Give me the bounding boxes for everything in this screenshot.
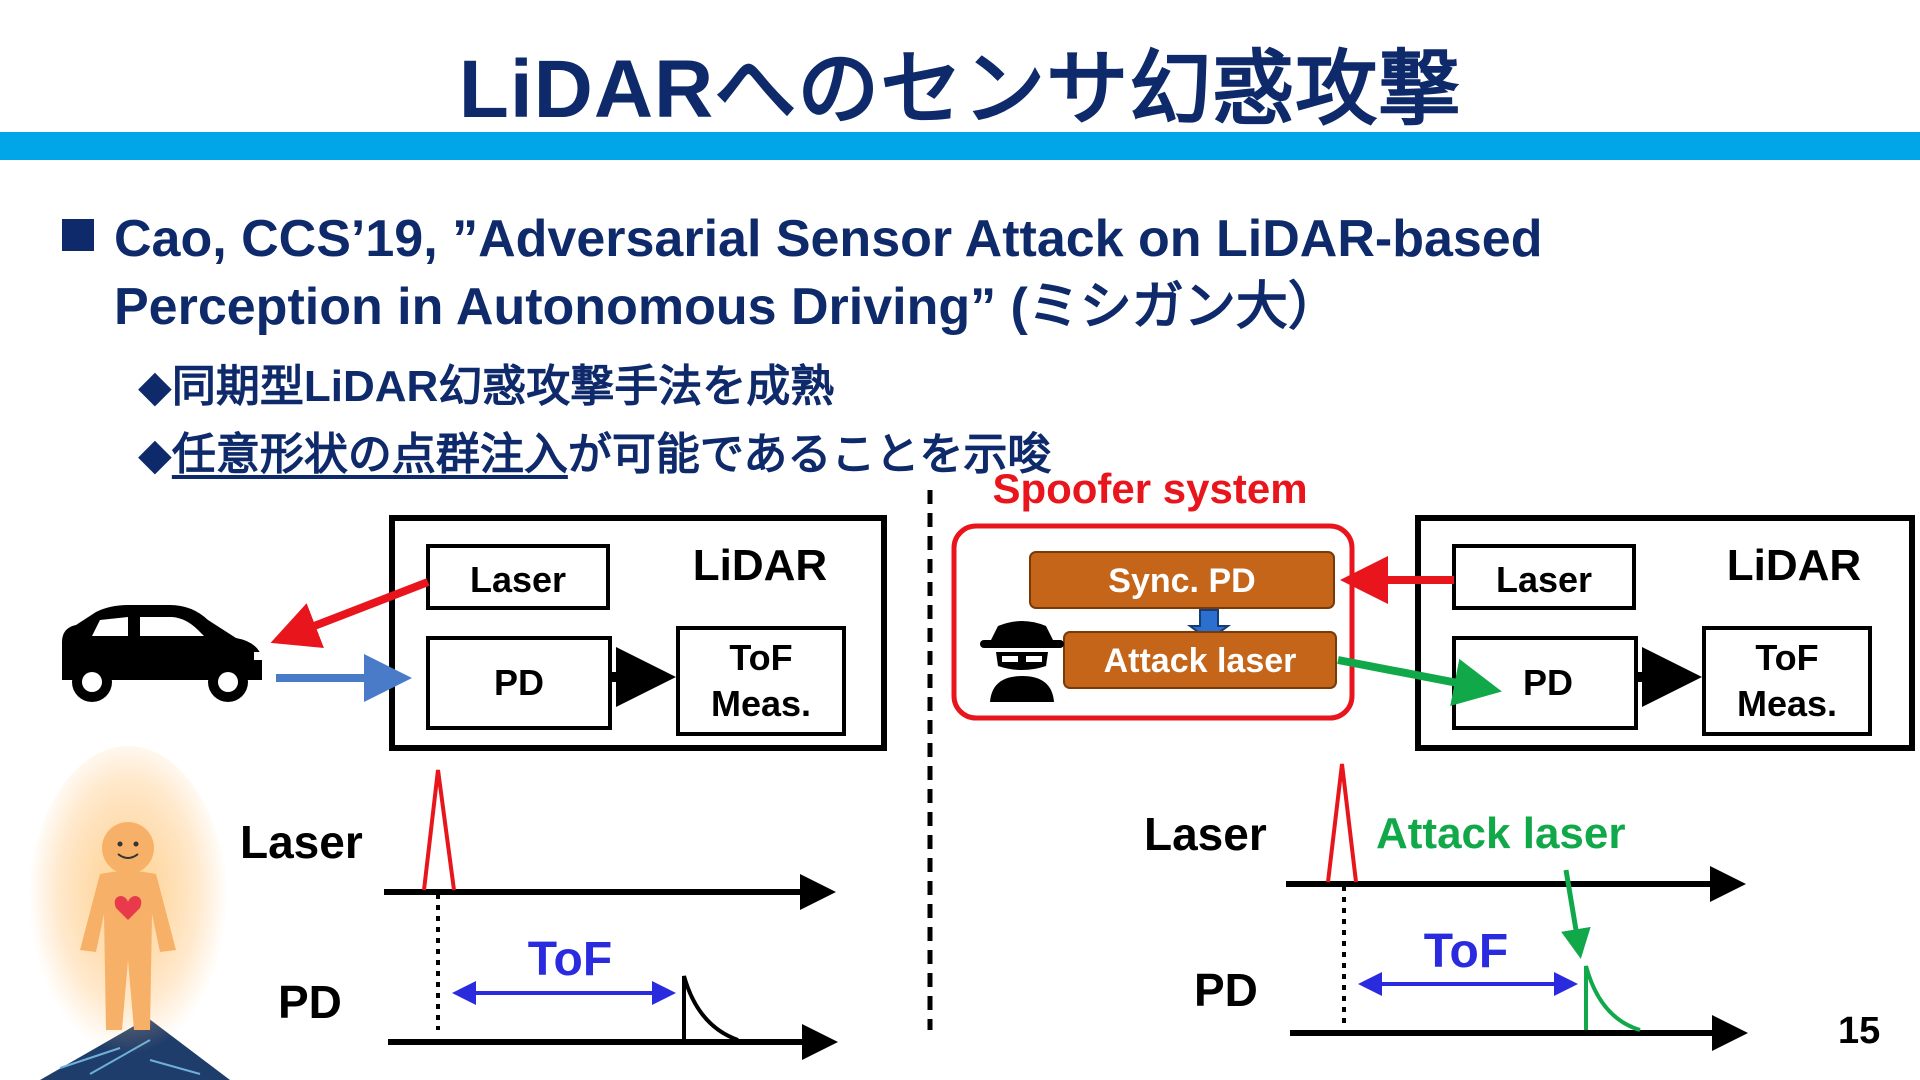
diamond-bullet-icon: ◆ bbox=[138, 430, 172, 479]
attack-laser-box bbox=[1063, 631, 1337, 689]
tof-box-label2-right: Meas. bbox=[1737, 683, 1837, 724]
title-accent-bar bbox=[0, 132, 1920, 160]
attack-timing-arrow bbox=[1561, 869, 1591, 959]
tof-box-right bbox=[1702, 626, 1872, 736]
sub-bullet-1: ◆同期型LiDAR幻惑攻撃手法を成熟 bbox=[138, 350, 834, 414]
timing-laser-label-left: Laser bbox=[240, 816, 363, 868]
sync-pd-label: Sync. PD bbox=[1108, 562, 1255, 600]
laser-emit-arrow-left bbox=[270, 578, 430, 648]
tof-label-right: ToF bbox=[1424, 925, 1508, 978]
tof-box-label2-left: Meas. bbox=[711, 683, 811, 724]
slide-title: LiDARへのセンサ幻惑攻撃 bbox=[458, 44, 1462, 135]
pd-box-label-right: PD bbox=[1523, 662, 1573, 703]
return-pulse-left bbox=[682, 975, 739, 1042]
sub-bullet-2-rest: が可能であることを示唆 bbox=[567, 430, 1052, 479]
timing-pd-label-left: PD bbox=[278, 976, 342, 1028]
pd-box-label-left: PD bbox=[494, 662, 544, 703]
sub-bullet-2-underlined: 任意形状の点群注入 bbox=[171, 430, 568, 479]
laser-box-label-left: Laser bbox=[470, 559, 566, 600]
attack-pulse-right bbox=[1584, 965, 1641, 1032]
square-bullet-icon bbox=[62, 219, 94, 251]
tof-label-left: ToF bbox=[528, 933, 612, 986]
laser-pulse-right bbox=[1326, 763, 1358, 883]
laser-box-label-right: Laser bbox=[1496, 559, 1592, 600]
tof-box-label1-right: ToF bbox=[1755, 637, 1818, 678]
attack-to-pd-arrow bbox=[1337, 656, 1502, 707]
main-bullet-line1: Cao, CCS’19, ”Adversarial Sensor Attack … bbox=[114, 210, 1543, 268]
laser-box-left bbox=[426, 544, 610, 610]
lidar-label-right: LiDAR bbox=[1727, 541, 1861, 590]
timing-attack-label: Attack laser bbox=[1376, 809, 1625, 858]
pd-box-left bbox=[426, 636, 612, 730]
timing-pd-label-right: PD bbox=[1194, 964, 1258, 1016]
laser-pulse-left bbox=[422, 769, 456, 891]
spy-icon bbox=[980, 621, 1064, 702]
laser-box-right bbox=[1452, 544, 1636, 610]
lidar-attack-diagram: LiDAR Laser PD ToF Meas. Laser PD ToF Sp… bbox=[28, 470, 1915, 1080]
main-bullet-line2: Perception in Autonomous Driving” (ミシガン大… bbox=[114, 278, 1340, 336]
main-bullet: Cao, CCS’19, ”Adversarial Sensor Attack … bbox=[62, 205, 1812, 341]
attack-laser-box-label: Attack laser bbox=[1104, 642, 1297, 680]
diamond-bullet-icon: ◆ bbox=[138, 362, 172, 411]
timing-laser-label-right: Laser bbox=[1144, 808, 1267, 860]
tof-box-left bbox=[676, 626, 846, 736]
car-icon bbox=[62, 605, 264, 702]
glowing-person-icon bbox=[28, 746, 230, 1080]
sub-bullet-1-text: 同期型LiDAR幻惑攻撃手法を成熟 bbox=[171, 362, 835, 411]
lidar-label-left: LiDAR bbox=[693, 541, 827, 590]
page-number: 15 bbox=[1838, 1010, 1881, 1052]
sync-pd-box bbox=[1029, 551, 1335, 609]
tof-box-label1-left: ToF bbox=[729, 637, 792, 678]
sub-bullet-2: ◆任意形状の点群注入が可能であることを示唆 bbox=[138, 418, 1051, 482]
spoofer-title: Spoofer system bbox=[992, 470, 1307, 512]
